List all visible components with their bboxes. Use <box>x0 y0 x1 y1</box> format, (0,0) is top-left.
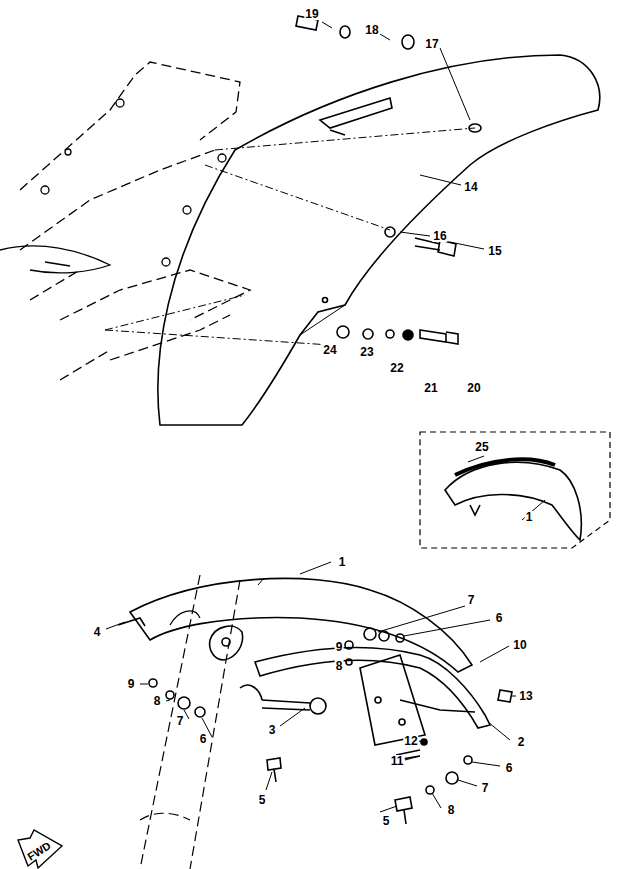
callout-number: 11 <box>390 755 405 767</box>
callout-number: 22 <box>389 362 404 374</box>
callout-number: 14 <box>463 181 478 193</box>
callout-number: 21 <box>423 382 438 394</box>
callout-number: 6 <box>199 733 208 745</box>
callout-number: 10 <box>512 639 527 651</box>
callout-number: 24 <box>322 344 337 356</box>
callout-number: 8 <box>447 804 456 816</box>
leader-lines <box>105 128 475 345</box>
callout-number: 19 <box>304 8 319 20</box>
leader-lines <box>106 562 516 812</box>
forward-arrow <box>18 830 62 868</box>
callout-number: 7 <box>481 782 490 794</box>
callout-number: 20 <box>466 382 481 394</box>
callout-number: 12 <box>403 735 418 747</box>
callout-number: 4 <box>93 626 102 638</box>
frame-outline <box>20 62 250 380</box>
fender-stays <box>240 647 490 745</box>
callout-number: 1 <box>525 511 534 523</box>
callout-number: 1 <box>338 556 347 568</box>
callout-number: 15 <box>487 245 502 257</box>
rear-fender <box>158 55 600 425</box>
inset-view <box>420 432 610 548</box>
callout-number: 25 <box>474 441 489 453</box>
callout-number: 5 <box>382 815 391 827</box>
callout-number: 8 <box>335 660 344 672</box>
callout-number: 8 <box>153 695 162 707</box>
callout-number: 13 <box>518 690 533 702</box>
callout-number: 9 <box>335 641 344 653</box>
fastener-symbols <box>149 628 512 824</box>
fork-outline <box>140 575 240 869</box>
front-fender <box>118 578 472 672</box>
callout-number: 6 <box>505 762 514 774</box>
callout-number: 3 <box>268 724 277 736</box>
callout-number: 9 <box>127 678 136 690</box>
direction-label: FWD <box>24 839 53 864</box>
callout-number: 23 <box>359 346 374 358</box>
callout-number: 7 <box>467 594 476 606</box>
callout-number: 7 <box>176 715 185 727</box>
leader-lines <box>322 22 484 249</box>
callout-number: 5 <box>258 794 267 806</box>
callout-number: 16 <box>432 230 447 242</box>
callout-number: 6 <box>495 612 504 624</box>
seat-outline <box>0 99 226 273</box>
fastener-symbols <box>296 16 458 344</box>
callout-number: 18 <box>364 24 379 36</box>
callout-number: 2 <box>517 736 526 748</box>
callout-number: 17 <box>424 38 439 50</box>
